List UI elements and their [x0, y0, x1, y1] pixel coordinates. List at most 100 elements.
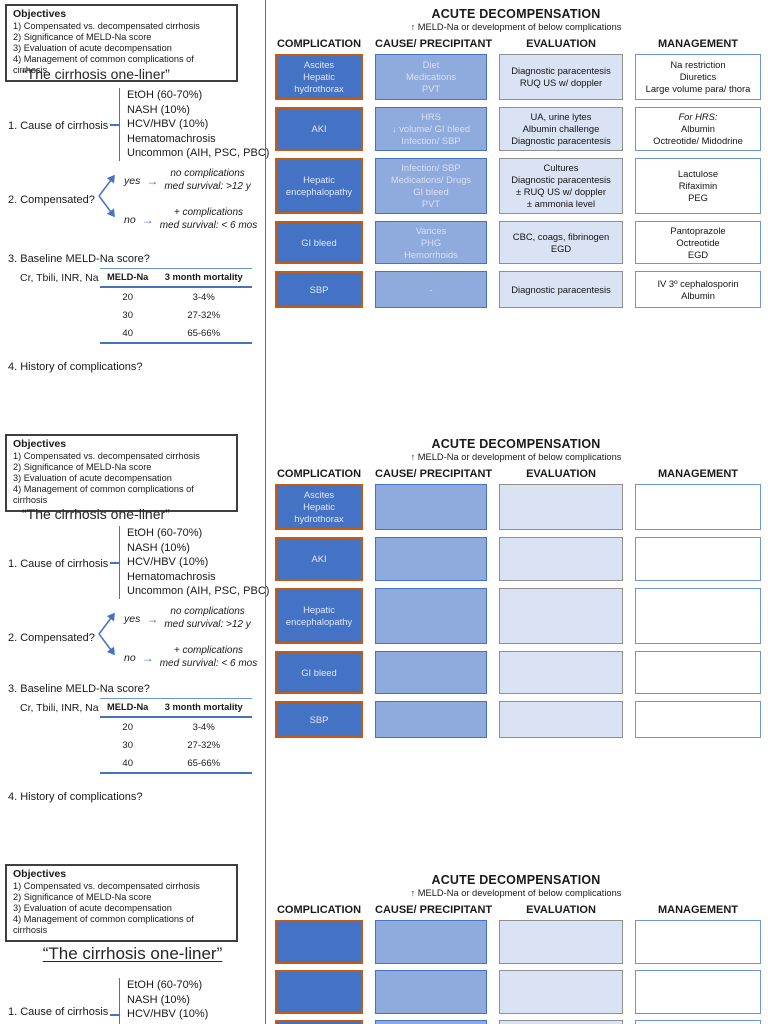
- cell-management: For HRS: Albumin Octreotide/ Midodrine: [635, 107, 761, 151]
- cell-management-empty: [635, 920, 761, 964]
- cell-cause-empty: [375, 484, 487, 530]
- cell-management-empty: [635, 701, 761, 738]
- objectives-box: Objectives 1) Compensated vs. decompensa…: [5, 4, 238, 82]
- cause-list: EtOH (60-70%) NASH (10%) HCV/HBV (10%) H…: [109, 526, 270, 599]
- no-label: no: [124, 213, 136, 226]
- yes-branch: yes → no complications med survival: >12…: [124, 606, 251, 631]
- oneliner-heading: “The cirrhosis one-liner”: [22, 506, 170, 522]
- cell-evaluation: Cultures Diagnostic paracentesis ± RUQ U…: [499, 158, 623, 214]
- objective-item: 4) Management of common complications of…: [13, 914, 194, 935]
- meld-cell: 40: [100, 754, 156, 774]
- meld-col-header: 3 month mortality: [155, 268, 252, 288]
- yes-outcome-text: no complications med survival: >12 y: [164, 606, 251, 630]
- table-row: GI bleed Varices PHG Hemorrhoids CBC, co…: [275, 221, 761, 264]
- cause-of-cirrhosis-label: 1. Cause of cirrhosis: [8, 120, 109, 132]
- cell-management: Na restriction Diuretics Large volume pa…: [635, 54, 761, 100]
- cell-complication: Hepatic encephalopathy: [275, 158, 363, 214]
- no-branch: no → + complications med survival: < 6 m…: [124, 207, 257, 232]
- meld-cell: 20: [122, 292, 133, 303]
- yes-label: yes: [124, 612, 141, 625]
- table-row: SBP - Diagnostic paracentesis IV 3º ceph…: [275, 271, 761, 308]
- table-row: AKI HRS ↓ volume/ GI bleed Infection/ SB…: [275, 107, 761, 151]
- cell-evaluation-empty: [499, 1020, 623, 1024]
- cell-management-empty: [635, 588, 761, 644]
- cause-item: HCV/HBV (10%): [127, 1008, 209, 1020]
- objective-item: 4) Management of common complications of…: [13, 484, 194, 505]
- cell-evaluation: CBC, coags, fibrinogen EGD: [499, 221, 623, 264]
- meld-cell: 30: [122, 740, 133, 751]
- table-row: Hepatic encephalopathy Infection/ SBP Me…: [275, 158, 761, 214]
- cause-item: NASH (10%): [127, 541, 190, 554]
- history-question-label: 4. History of complications?: [8, 361, 143, 373]
- cause-item: Uncommon (AIH, PSC, PBC): [127, 147, 270, 159]
- meld-cell: 3-4%: [192, 292, 215, 303]
- decomp-table: Ascites Hepatic hydrothorax AKI Hepatic …: [275, 484, 761, 745]
- right-arrow-icon: →: [141, 650, 154, 665]
- col-header-complication: COMPLICATION: [276, 904, 362, 916]
- cell-cause-empty: [375, 1020, 487, 1024]
- cell-evaluation-empty: [499, 651, 623, 694]
- cell-complication-empty: [275, 920, 363, 964]
- objective-item: 1) Compensated vs. decompensated cirrhos…: [13, 21, 200, 31]
- decomp-column-headers: COMPLICATION CAUSE/ PRECIPITANT EVALUATI…: [275, 468, 761, 480]
- cause-item: HCV/HBV (10%): [127, 556, 209, 568]
- col-header-complication: COMPLICATION: [276, 38, 362, 50]
- meld-cell: 65-66%: [155, 324, 252, 344]
- cell-management-empty: [635, 537, 761, 581]
- meld-cell: 20: [122, 722, 133, 733]
- objective-item: 3) Evaluation of acute decompensation: [13, 903, 172, 913]
- cell-complication: Hepatic encephalopathy: [275, 588, 363, 644]
- cause-item: Uncommon (AIH, PSC, PBC): [127, 585, 270, 597]
- col-header-cause: CAUSE/ PRECIPITANT: [375, 38, 493, 50]
- meld-col-header: MELD-Na: [100, 268, 156, 288]
- vertical-divider: [265, 0, 266, 430]
- cell-cause: Infection/ SBP Medications/ Drugs GI ble…: [375, 158, 487, 214]
- management-body: Albumin Octreotide/ Midodrine: [653, 123, 743, 146]
- col-header-evaluation: EVALUATION: [526, 904, 596, 916]
- cause-of-cirrhosis-label: 1. Cause of cirrhosis: [8, 558, 109, 570]
- cell-evaluation-empty: [499, 537, 623, 581]
- cell-cause-empty: [375, 537, 487, 581]
- meld-labs: Cr, Tbili, INR, Na: [20, 272, 99, 284]
- objective-item: 2) Significance of MELD-Na score: [13, 462, 152, 472]
- cell-cause: Varices PHG Hemorrhoids: [375, 221, 487, 264]
- vertical-divider: [265, 430, 266, 860]
- management-italic-head: For HRS:: [678, 111, 718, 122]
- cause-list: EtOH (60-70%) NASH (10%) HCV/HBV (10%) H…: [109, 978, 269, 1024]
- cell-evaluation-empty: [499, 701, 623, 738]
- decomp-table: [275, 920, 761, 1024]
- right-arrow-icon: →: [146, 173, 159, 188]
- right-arrow-icon: →: [141, 212, 154, 227]
- decomp-title: ACUTE DECOMPENSATION: [431, 873, 601, 887]
- objective-item: 4) Management of common complications of…: [13, 54, 194, 75]
- slide-3: Objectives 1) Compensated vs. decompensa…: [0, 860, 768, 1024]
- cause-list: EtOH (60-70%) NASH (10%) HCV/HBV (10%) H…: [109, 88, 270, 161]
- decomp-column-headers: COMPLICATION CAUSE/ PRECIPITANT EVALUATI…: [275, 904, 761, 916]
- meld-cell: 30: [122, 310, 133, 321]
- cell-management-empty: [635, 651, 761, 694]
- col-header-management: MANAGEMENT: [657, 468, 739, 480]
- objective-item: 2) Significance of MELD-Na score: [13, 892, 152, 902]
- decomp-subtitle: ↑ MELD-Na or development of below compli…: [410, 452, 622, 462]
- table-row: [275, 920, 761, 964]
- meld-cell: 27-32%: [187, 740, 221, 751]
- objective-item: 1) Compensated vs. decompensated cirrhos…: [13, 881, 200, 891]
- objectives-box: Objectives 1) Compensated vs. decompensa…: [5, 864, 238, 942]
- no-branch: no → + complications med survival: < 6 m…: [124, 645, 257, 670]
- objectives-box: Objectives 1) Compensated vs. decompensa…: [5, 434, 238, 512]
- cause-item: Hematomachrosis: [127, 1022, 269, 1024]
- fork-arrows-icon: [98, 174, 115, 218]
- decomp-title: ACUTE DECOMPENSATION: [431, 437, 601, 451]
- cell-management: Pantoprazole Octreotide EGD: [635, 221, 761, 264]
- objectives-title: Objectives: [13, 438, 67, 450]
- cell-complication: GI bleed: [275, 651, 363, 694]
- col-header-cause: CAUSE/ PRECIPITANT: [375, 468, 493, 480]
- meld-cell: 40: [100, 324, 156, 344]
- cause-of-cirrhosis-label: 1. Cause of cirrhosis: [8, 1006, 109, 1018]
- cause-item: Hematomachrosis: [127, 132, 216, 145]
- decomp-subtitle: ↑ MELD-Na or development of below compli…: [410, 22, 622, 32]
- cell-evaluation-empty: [499, 484, 623, 530]
- cell-complication: GI bleed: [275, 221, 363, 264]
